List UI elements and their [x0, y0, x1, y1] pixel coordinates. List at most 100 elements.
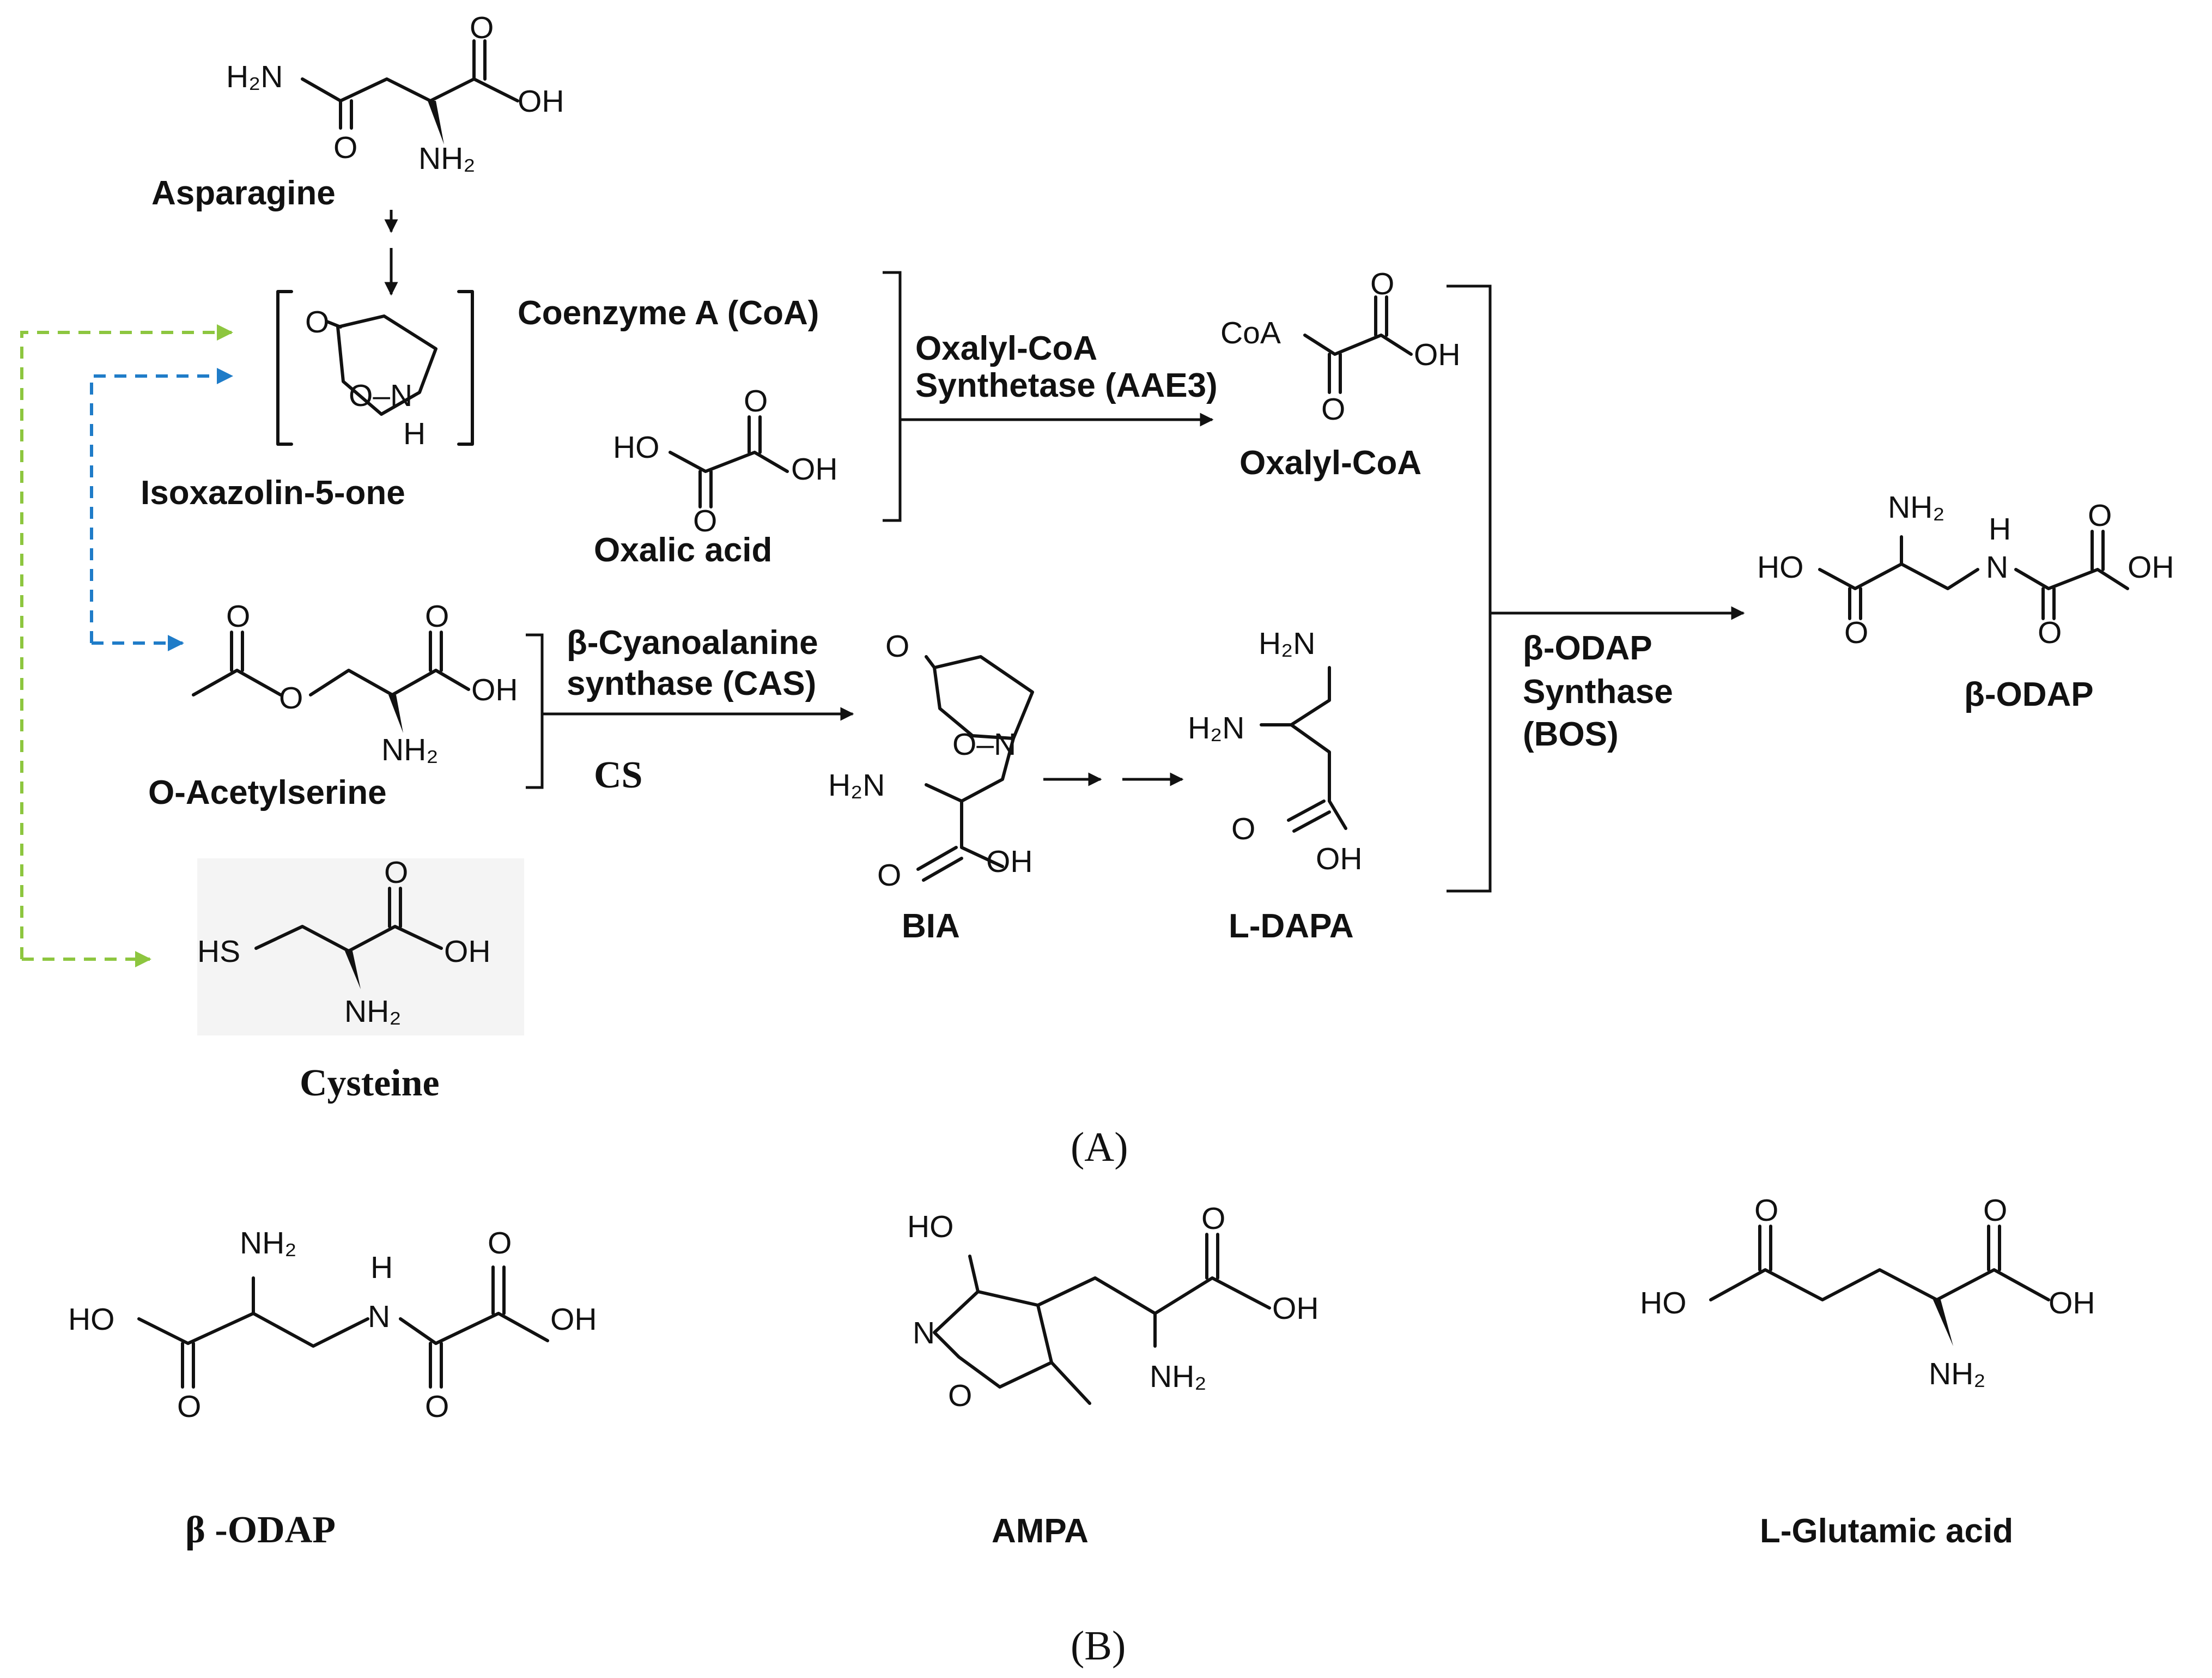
- b-odap-structure: HO O NH₂ H N O O OH: [1757, 490, 2174, 650]
- bia-o-n: O–N: [952, 727, 1016, 762]
- o-acetylserine-o-acid: O: [425, 599, 449, 634]
- enzyme-bos-line3: (BOS): [1523, 716, 1619, 753]
- oxalyl-coa-o-top: O: [1370, 266, 1394, 301]
- b-odap-oh: OH: [2128, 550, 2174, 585]
- enzyme-cas-line1: β-Cyanoalanine: [567, 624, 818, 662]
- l-dapa-oh: OH: [1316, 841, 1363, 876]
- oxalyl-coa-label: Oxalyl-CoA: [1239, 444, 1421, 482]
- oxalyl-coa-structure: CoA O O OH: [1220, 266, 1461, 427]
- panel-b-b-odap-label: β -ODAP: [185, 1509, 336, 1551]
- l-glutamic-acid-label: L-Glutamic acid: [1760, 1512, 2013, 1550]
- b-odap-o-3: O: [2088, 498, 2112, 533]
- cysteine-nh2: NH₂: [344, 994, 401, 1029]
- o-acetylserine-o-ester: O: [279, 681, 303, 716]
- bia-oh: OH: [986, 844, 1033, 879]
- enzyme-aae3-line1: Oxalyl-CoA: [915, 330, 1097, 367]
- panel-b-b-odap-oh: OH: [550, 1302, 597, 1337]
- ampa-o: O: [1201, 1201, 1225, 1236]
- b-odap-n: N: [1986, 550, 2008, 585]
- panel-b-b-odap-o-2: O: [425, 1389, 449, 1424]
- bia-structure: O O–N H₂N O OH: [828, 629, 1034, 893]
- panel-b-b-odap-h: H: [370, 1250, 393, 1285]
- asparagine-nh2: NH₂: [418, 141, 475, 176]
- o-acetylserine-o-acyl: O: [226, 599, 250, 634]
- ampa-o-ring: O: [948, 1378, 972, 1413]
- bia-o-carbonyl: O: [885, 629, 909, 664]
- cysteine-structure: HS O OH NH₂: [197, 855, 491, 1029]
- b-odap-h: H: [1989, 512, 2011, 547]
- bia-h2n: H₂N: [828, 768, 885, 803]
- l-glutamic-acid-structure: HO O O OH NH₂: [1640, 1193, 2095, 1391]
- isoxazolinone-o-n: O–N: [349, 378, 412, 413]
- green-dashed-arrow-isoxazolinone: [20, 324, 233, 959]
- b-odap-label: β-ODAP: [1964, 676, 2094, 713]
- ampa-structure: HO N O O OH NH₂: [907, 1201, 1319, 1413]
- l-dapa-label: L-DAPA: [1229, 907, 1354, 945]
- b-odap-nh2: NH₂: [1888, 490, 1944, 525]
- o-acetylserine-nh2: NH₂: [381, 732, 438, 767]
- asparagine-structure: H₂N O O OH NH₂: [226, 10, 564, 176]
- l-dapa-structure: H₂N H₂N O OH: [1188, 626, 1363, 876]
- b-odap-o-2: O: [2038, 615, 2062, 650]
- l-dapa-h2n-top: H₂N: [1259, 626, 1315, 661]
- asparagine-label: Asparagine: [151, 174, 336, 212]
- oxalic-acid-structure: HO O O OH: [613, 384, 838, 538]
- b-odap-ho: HO: [1757, 550, 1804, 585]
- panel-b-b-odap-structure: HO O NH₂ H N O O OH: [68, 1226, 597, 1424]
- bia-o: O: [877, 858, 901, 893]
- panel-b-label: (B): [1071, 1623, 1126, 1669]
- enzyme-bos-line2: Synthase: [1523, 673, 1673, 711]
- glutamic-o-2: O: [1983, 1193, 2007, 1228]
- panel-b-b-odap-o-1: O: [177, 1389, 201, 1424]
- ampa-oh: OH: [1272, 1291, 1319, 1326]
- bracket-bos: [1447, 284, 1492, 893]
- ampa-label: AMPA: [992, 1512, 1089, 1550]
- panel-b-b-odap-nh2: NH₂: [240, 1226, 296, 1261]
- enzyme-cas-line2: synthase (CAS): [567, 665, 816, 702]
- l-dapa-o: O: [1231, 811, 1255, 846]
- oxalic-oh: OH: [791, 452, 838, 487]
- ampa-nh2: NH₂: [1150, 1359, 1206, 1394]
- panel-b-b-odap-o-3: O: [488, 1226, 512, 1261]
- l-dapa-h2n: H₂N: [1188, 711, 1244, 746]
- cysteine-label: Cysteine: [300, 1062, 440, 1104]
- oxalyl-coa-coa: CoA: [1220, 316, 1281, 350]
- ampa-n: N: [913, 1316, 935, 1350]
- isoxazolinone-structure: O O–N H: [276, 290, 474, 451]
- cysteine-hs: HS: [197, 934, 240, 969]
- oxalic-ho: HO: [613, 430, 660, 465]
- enzyme-aae3-line2: Synthetase (AAE3): [915, 367, 1218, 404]
- glutamic-nh2: NH₂: [1929, 1356, 1985, 1391]
- panel-a-label: (A): [1071, 1124, 1128, 1170]
- asparagine-o-top: O: [470, 10, 494, 45]
- panel-b-b-odap-ho: HO: [68, 1302, 115, 1337]
- bia-label: BIA: [902, 907, 960, 945]
- oxalic-acid-label: Oxalic acid: [594, 531, 772, 569]
- ampa-ho: HO: [907, 1209, 954, 1244]
- oxalic-o-bottom: O: [693, 504, 717, 538]
- cysteine-o: O: [384, 855, 408, 890]
- o-acetylserine-oh: OH: [471, 673, 518, 707]
- b-odap-o-1: O: [1844, 615, 1868, 650]
- bracket-acetylserine: [526, 633, 544, 789]
- bracket-coa-oxalic: [883, 271, 902, 522]
- glutamic-o-1: O: [1754, 1193, 1778, 1228]
- o-acetylserine-structure: O O O OH NH₂: [192, 599, 518, 767]
- cysteine-background: [197, 858, 524, 1035]
- asparagine-oh: OH: [518, 84, 564, 119]
- o-acetylserine-label: O-Acetylserine: [148, 774, 387, 811]
- oxalic-o-top: O: [744, 384, 768, 419]
- coa-label: Coenzyme A (CoA): [518, 294, 819, 332]
- cysteine-oh: OH: [444, 934, 491, 969]
- oxalyl-coa-o-bottom: O: [1321, 392, 1345, 427]
- enzyme-cs: CS: [594, 754, 642, 796]
- isoxazolinone-label: Isoxazolin-5-one: [141, 474, 405, 512]
- panel-b-b-odap-n: N: [368, 1299, 390, 1334]
- oxalyl-coa-oh: OH: [1414, 337, 1461, 372]
- isoxazolinone-h: H: [403, 416, 426, 451]
- blue-dashed-arrow-isoxazolinone: [90, 368, 233, 643]
- glutamic-oh: OH: [2049, 1286, 2095, 1320]
- enzyme-bos-line1: β-ODAP: [1523, 629, 1652, 667]
- glutamic-ho: HO: [1640, 1286, 1687, 1320]
